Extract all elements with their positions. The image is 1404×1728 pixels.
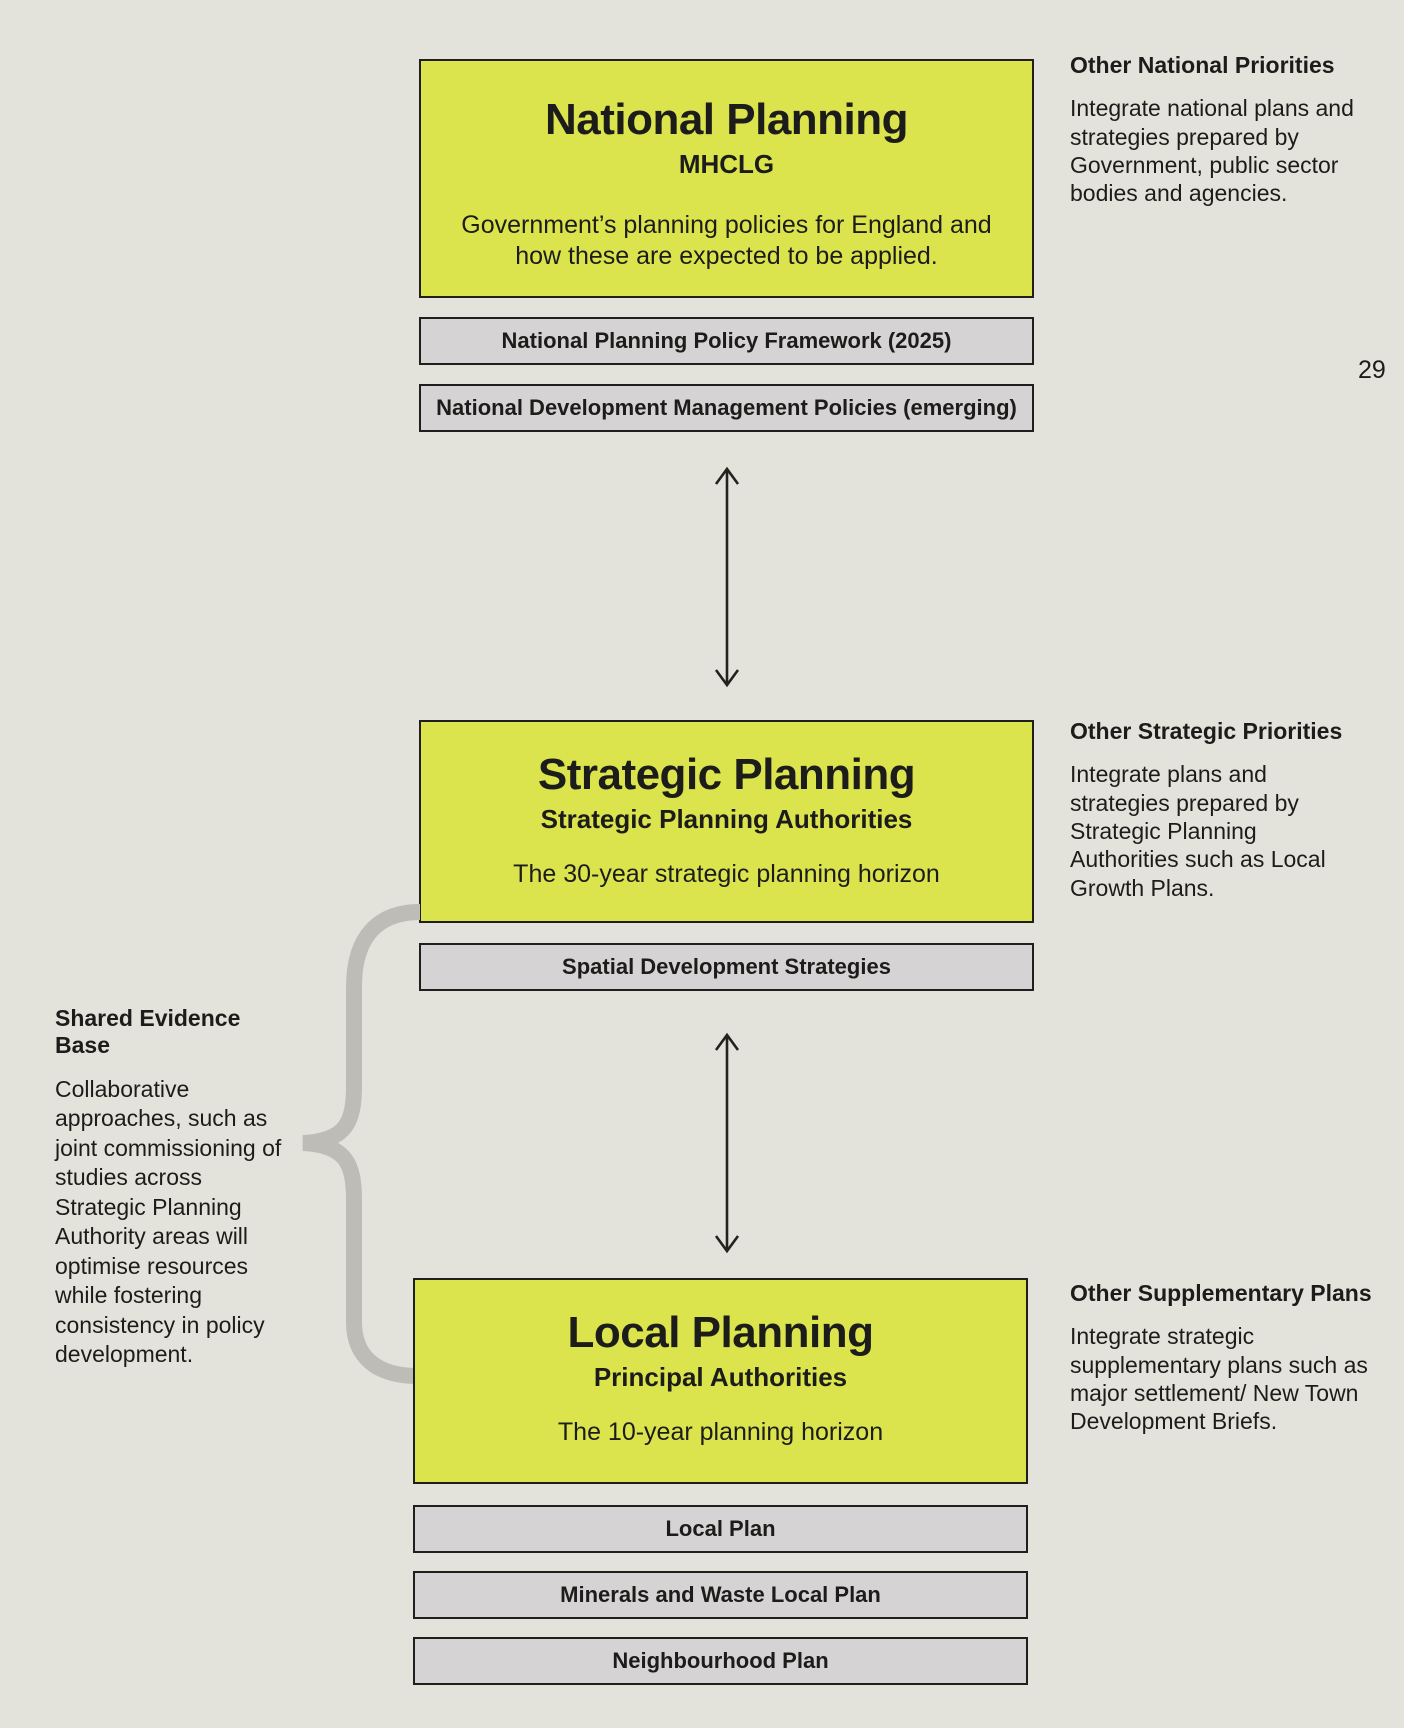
national-planning-title: National Planning xyxy=(544,95,909,144)
national-planning-box: National Planning MHCLG Government’s pla… xyxy=(419,59,1034,298)
local-planning-subtitle: Principal Authorities xyxy=(593,1362,848,1393)
national-planning-description: Government’s planning policies for Engla… xyxy=(461,211,992,271)
strategic-planning-box: Strategic Planning Strategic Planning Au… xyxy=(419,720,1034,923)
bar-minerals-waste-local-plan: Minerals and Waste Local Plan xyxy=(413,1571,1028,1619)
note-other-supplementary-plans: Other Supplementary Plans Integrate stra… xyxy=(1070,1280,1375,1436)
national-planning-subtitle: MHCLG xyxy=(678,149,775,180)
note-other-supplementary-plans-heading: Other Supplementary Plans xyxy=(1070,1280,1372,1306)
bar-nppf: National Planning Policy Framework (2025… xyxy=(419,317,1034,365)
strategic-planning-description: The 30-year strategic planning horizon xyxy=(513,860,940,889)
local-planning-title: Local Planning xyxy=(567,1308,874,1357)
note-other-national-priorities-heading: Other National Priorities xyxy=(1070,52,1335,78)
note-other-strategic-priorities: Other Strategic Priorities Integrate pla… xyxy=(1070,718,1350,902)
note-other-supplementary-plans-body: Integrate strategic supplementary plans … xyxy=(1070,1323,1368,1435)
strategic-planning-subtitle: Strategic Planning Authorities xyxy=(540,804,913,835)
local-planning-description: The 10-year planning horizon xyxy=(557,1418,884,1447)
note-other-strategic-priorities-body: Integrate plans and strategies prepared … xyxy=(1070,761,1326,901)
bar-ndmp: National Development Management Policies… xyxy=(419,384,1034,432)
page-number: 29 xyxy=(1358,356,1386,384)
note-shared-evidence-base-heading: Shared Evidence Base xyxy=(55,1005,241,1058)
note-other-national-priorities-body: Integrate national plans and strategies … xyxy=(1070,95,1354,207)
note-shared-evidence-base-body: Collaborative approaches, such as joint … xyxy=(55,1076,282,1367)
bar-neighbourhood-plan: Neighbourhood Plan xyxy=(413,1637,1028,1685)
note-other-national-priorities: Other National Priorities Integrate nati… xyxy=(1070,52,1375,208)
note-other-strategic-priorities-heading: Other Strategic Priorities xyxy=(1070,718,1343,744)
strategic-planning-title: Strategic Planning xyxy=(537,750,916,799)
bar-local-plan: Local Plan xyxy=(413,1505,1028,1553)
bar-spatial-development-strategies: Spatial Development Strategies xyxy=(419,943,1034,991)
note-shared-evidence-base: Shared Evidence Base Collaborative appro… xyxy=(55,1005,290,1369)
local-planning-box: Local Planning Principal Authorities The… xyxy=(413,1278,1028,1484)
